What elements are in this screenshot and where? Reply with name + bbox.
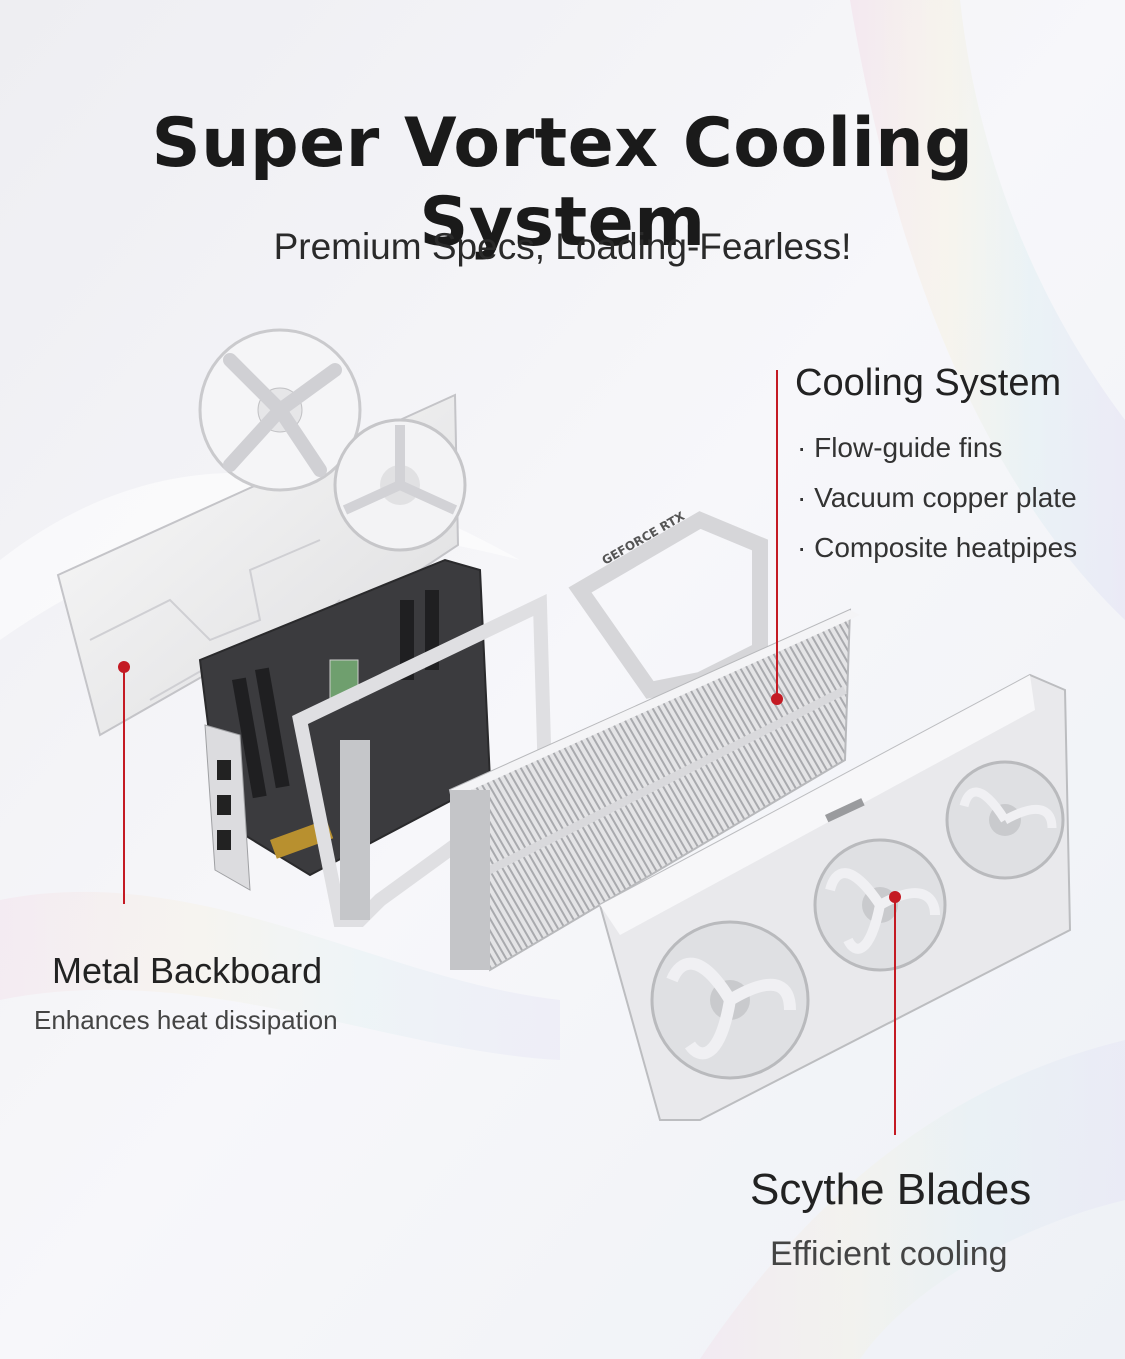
cooling-feature-2-label: Vacuum copper plate <box>814 482 1077 513</box>
cooling-feature-1: · Flow-guide fins <box>797 432 1003 463</box>
page-subtitle: Premium Specs, Loading-Fearless! <box>273 226 852 267</box>
backboard-desc: Enhances heat dissipation <box>34 1005 338 1035</box>
page-title: Super Vortex Cooling System <box>151 104 974 262</box>
cooling-system-title: Cooling System <box>795 362 1062 404</box>
backboard-callout-dot <box>118 661 130 673</box>
backboard-title: Metal Backboard <box>52 950 323 991</box>
metal-backboard <box>56 328 467 737</box>
blades-callout-dot <box>889 891 901 903</box>
cooling-feature-3-label: Composite heatpipes <box>814 532 1078 563</box>
blades-desc: Efficient cooling <box>770 1235 1008 1273</box>
cooling-feature-1-label: Flow-guide fins <box>814 432 1003 463</box>
backboard-callout-line <box>123 672 125 904</box>
blades-callout-line <box>894 902 896 1135</box>
cooling-callout-line <box>776 370 778 695</box>
blades-title: Scythe Blades <box>750 1165 1032 1214</box>
cooling-feature-3: · Composite heatpipes <box>797 532 1078 563</box>
cooling-callout-dot <box>771 693 783 705</box>
heatsink-fins <box>448 608 860 972</box>
cooling-feature-2: · Vacuum copper plate <box>797 482 1077 513</box>
front-shroud <box>598 673 1072 1121</box>
